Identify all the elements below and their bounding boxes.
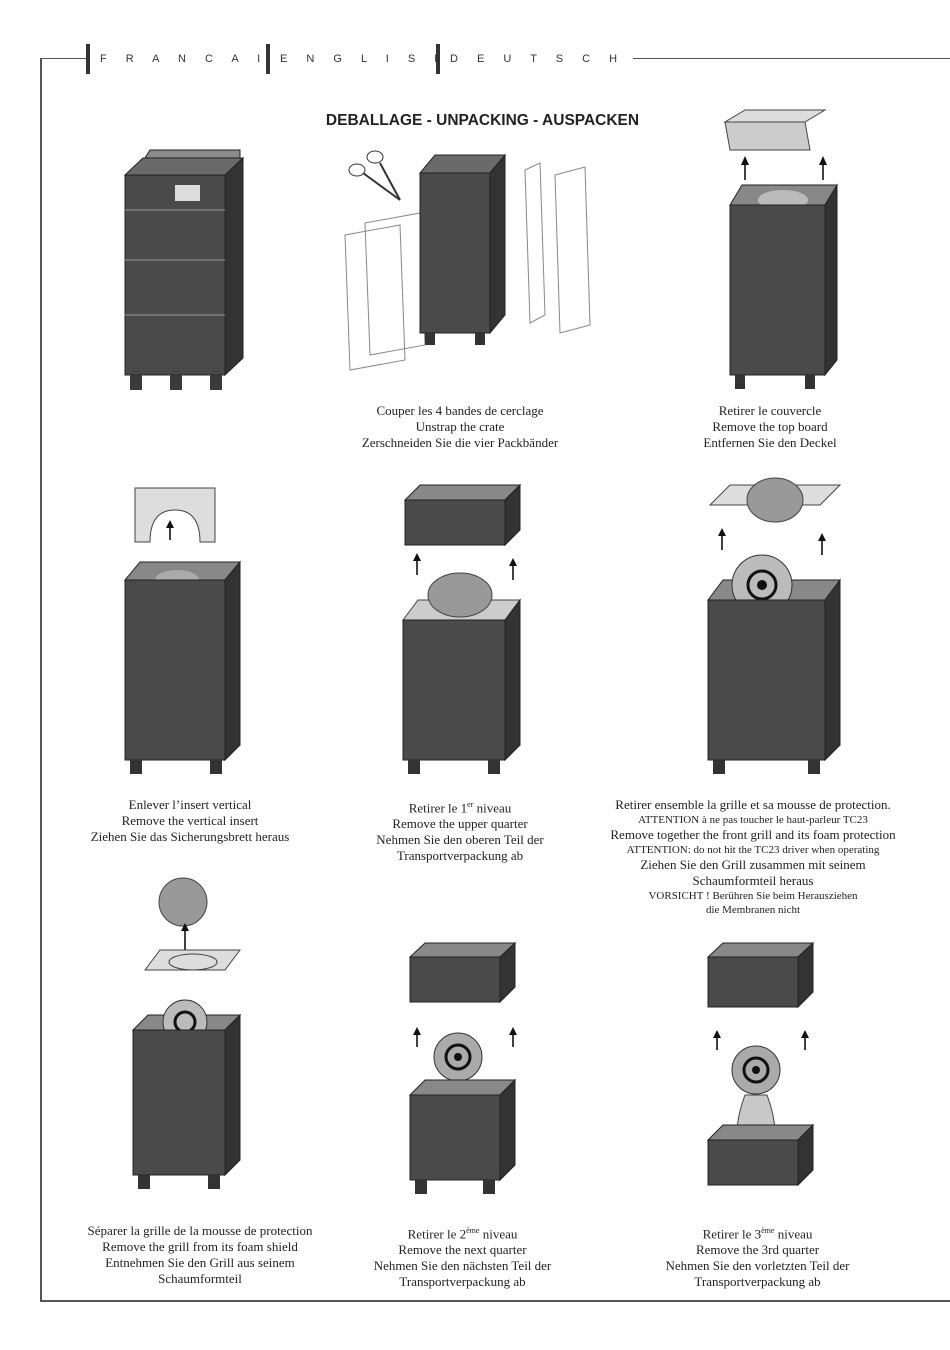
caption-de-2: Schaumformteil heraus — [692, 873, 814, 888]
caption-en: Unstrap the crate — [415, 419, 505, 434]
illustration-separate-grill — [131, 877, 242, 1189]
up-arrow-icon — [166, 520, 174, 540]
caption-fr: Couper les 4 bandes de cerclage — [376, 403, 544, 418]
caption-fr-sup: ème — [466, 1226, 480, 1235]
caption-step-separate-grill: Séparer la grille de la mousse de protec… — [55, 1223, 345, 1287]
caption-en: Remove the 3rd quarter — [695, 1242, 820, 1258]
caption-de-1: Entnehmen Sie den Grill aus seinem — [105, 1255, 295, 1270]
up-arrow-icon — [801, 1030, 809, 1050]
tab-deutsch: D E U T S C H — [436, 44, 634, 74]
caption-en: Remove the next quarter — [398, 1242, 527, 1258]
caption-de-1: Nehmen Sie den nächsten Teil der — [373, 1258, 552, 1274]
caption-de-warning-2: die Membranen nicht — [705, 904, 801, 916]
caption-de-1: Ziehen Sie den Grill zusammen mit seinem — [640, 857, 866, 872]
tab-english-label: E N G L I S H — [280, 53, 451, 65]
caption-de: Zerschneiden Sie die vier Packbänder — [361, 435, 559, 450]
illustration-unstrap — [344, 150, 591, 371]
illustration-third-level — [706, 941, 815, 1187]
illustration-grill-and-foam — [707, 477, 842, 774]
caption-de-1: Nehmen Sie den vorletzten Teil der — [665, 1258, 850, 1274]
tab-francais-label: F R A N C A I S — [100, 53, 295, 65]
caption-step-third-level: Retirer le 3ème niveau Remove the 3rd qu… — [645, 1223, 870, 1290]
caption-en: Remove together the front grill and its … — [610, 827, 896, 842]
caption-de-2: Schaumformteil — [158, 1271, 242, 1286]
caption-de-warning-1: VORSICHT ! Berühren Sie beim Herausziehe… — [648, 890, 858, 902]
scissors-icon — [348, 150, 401, 201]
caption-fr-sup: er — [467, 800, 474, 809]
caption-fr: Séparer la grille de la mousse de protec… — [87, 1223, 313, 1238]
illustration-remove-top-board — [723, 109, 838, 389]
up-arrow-icon — [741, 156, 749, 180]
page-frame — [40, 58, 950, 1302]
up-arrow-icon — [818, 533, 826, 555]
caption-fr: Retirer le 3ème niveau — [645, 1223, 870, 1242]
caption-fr-text-end: niveau — [774, 1226, 813, 1242]
up-arrow-icon — [413, 553, 421, 575]
caption-fr: Retirer ensemble la grille et sa mousse … — [615, 797, 891, 812]
caption-step-unstrap: Couper les 4 bandes de cerclage Unstrap … — [330, 403, 590, 451]
caption-fr: Retirer le 2ème niveau — [345, 1223, 580, 1242]
up-arrow-icon — [819, 156, 827, 180]
illustration-first-level — [402, 483, 522, 774]
caption-fr: Retirer le 1er niveau — [335, 797, 585, 816]
caption-fr: Enlever l’insert vertical — [128, 797, 252, 812]
tab-deutsch-label: D E U T S C H — [450, 53, 626, 65]
caption-step-first-level: Retirer le 1er niveau Remove the upper q… — [335, 797, 585, 864]
caption-fr-text: Retirer le 1 — [408, 800, 468, 816]
caption-en: Remove the upper quarter — [392, 816, 528, 832]
caption-fr: Retirer le couvercle — [718, 403, 822, 418]
caption-en: Remove the grill from its foam shield — [102, 1239, 298, 1254]
caption-step-second-level: Retirer le 2ème niveau Remove the next q… — [345, 1223, 580, 1290]
up-arrow-icon — [509, 1027, 517, 1047]
illustration-vertical-insert — [123, 487, 242, 774]
caption-de-2: Transportverpackung ab — [396, 848, 524, 864]
up-arrow-icon — [181, 923, 189, 950]
caption-fr-text-end: niveau — [473, 800, 512, 816]
caption-step-vertical-insert: Enlever l’insert vertical Remove the ver… — [55, 797, 325, 845]
illustration-closed-crate — [123, 149, 245, 390]
caption-step-remove-top: Retirer le couvercle Remove the top boar… — [660, 403, 880, 451]
page-title: DEBALLAGE - UNPACKING - AUSPACKEN — [325, 112, 640, 129]
caption-de-1: Nehmen Sie den oberen Teil der — [376, 832, 544, 848]
caption-de: Ziehen Sie das Sicherungsbrett heraus — [90, 829, 290, 844]
illustration-second-level — [408, 941, 517, 1194]
up-arrow-icon — [713, 1030, 721, 1050]
up-arrow-icon — [413, 1027, 421, 1047]
caption-fr-text-end: niveau — [479, 1226, 518, 1242]
up-arrow-icon — [718, 528, 726, 550]
caption-en: Remove the top board — [712, 419, 828, 434]
caption-de: Entfernen Sie den Deckel — [703, 435, 837, 450]
caption-fr-text: Retirer le 2 — [407, 1226, 467, 1242]
caption-fr-sup: ème — [761, 1226, 775, 1235]
caption-en: Remove the vertical insert — [121, 813, 259, 828]
tab-english: E N G L I S H — [266, 44, 459, 74]
caption-fr-text: Retirer le 3 — [702, 1226, 762, 1242]
caption-fr-warning: ATTENTION à ne pas toucher le haut-parle… — [638, 814, 868, 826]
caption-de-2: Transportverpackung ab — [399, 1274, 526, 1290]
caption-en-warning: ATTENTION: do not hit the TC23 driver wh… — [626, 844, 880, 856]
up-arrow-icon — [509, 558, 517, 580]
caption-de-2: Transportverpackung ab — [694, 1274, 821, 1290]
caption-step-grill-foam: Retirer ensemble la grille et sa mousse … — [588, 797, 918, 917]
